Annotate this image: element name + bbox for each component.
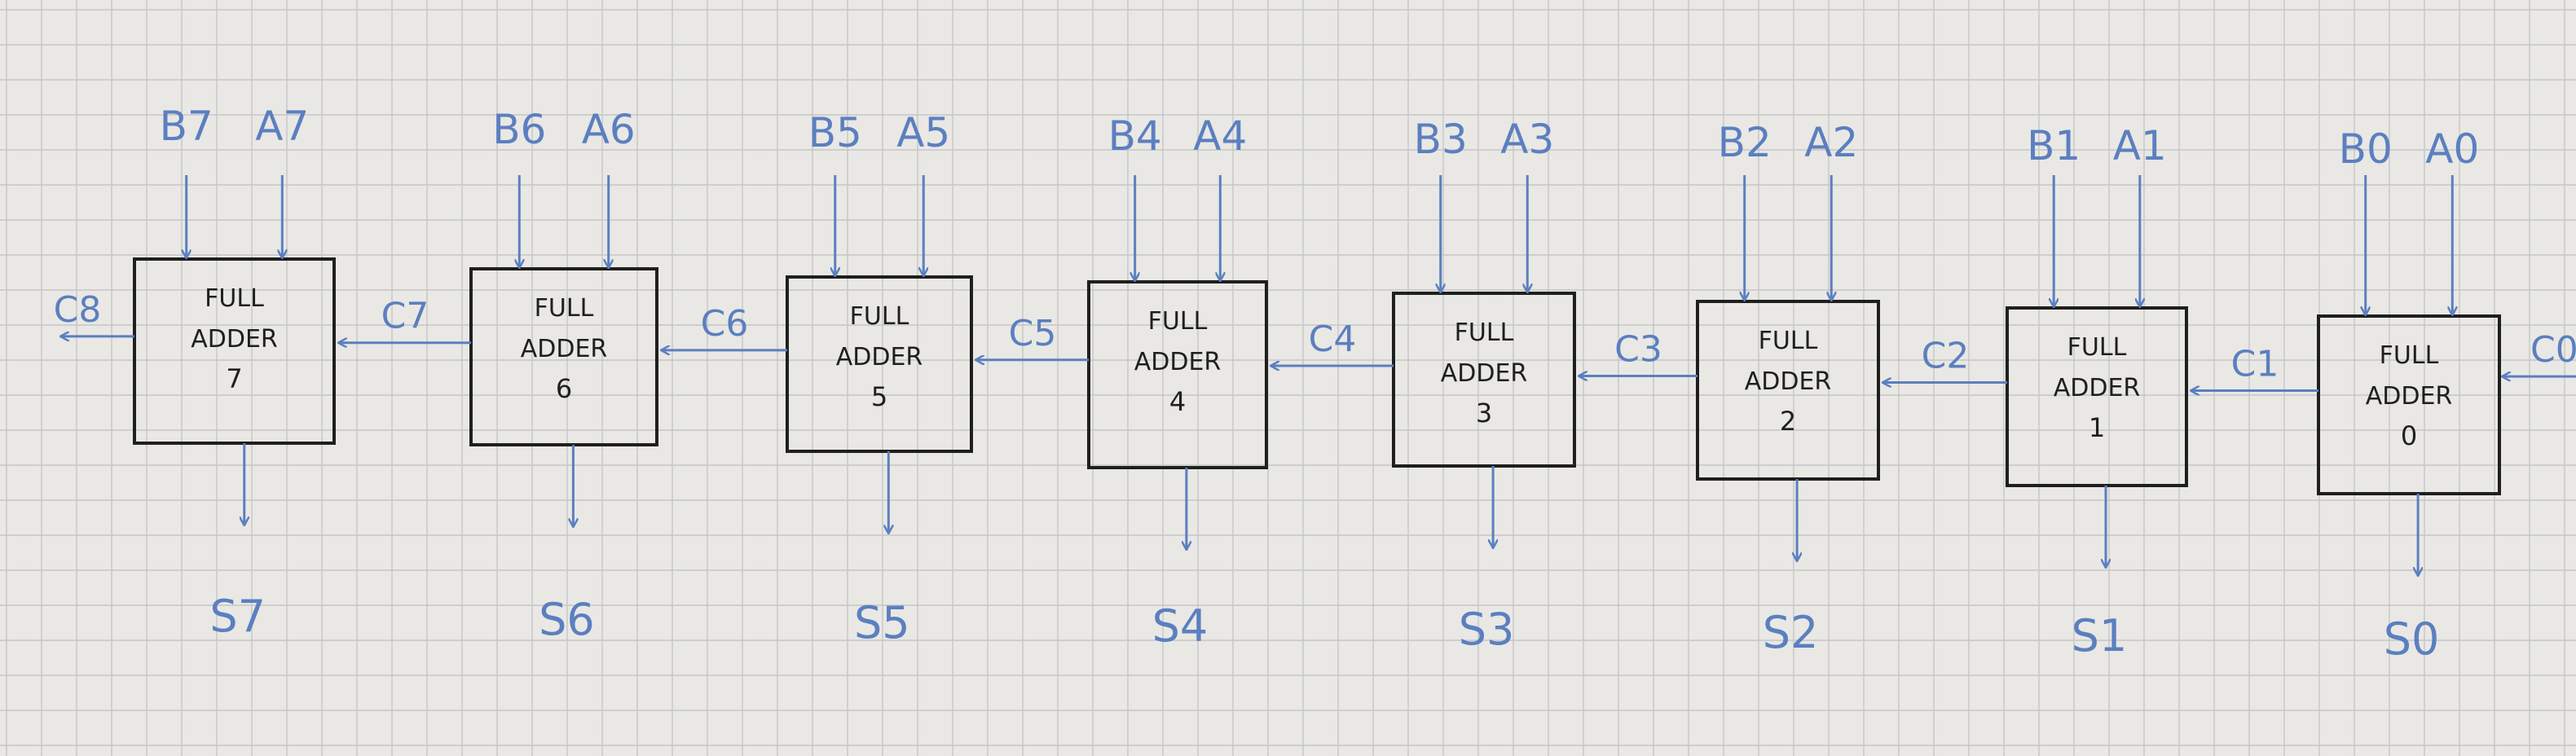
input-b-label: B3 [1414, 116, 1468, 163]
full-adder-box [1087, 280, 1268, 469]
carry-out-label: C1 [2231, 344, 2279, 385]
carry-out-label: C4 [1309, 319, 1357, 360]
adder-label-adder: ADDER [2054, 374, 2141, 402]
sum-label: S3 [1459, 604, 1515, 655]
adder-label-adder: ADDER [836, 343, 923, 371]
input-a-label: A6 [582, 106, 636, 153]
adder-label-adder: ADDER [1745, 367, 1832, 396]
input-b-label: B1 [2027, 122, 2081, 169]
sum-label: S6 [539, 594, 595, 645]
adder-label-adder: ADDER [1134, 348, 1222, 376]
input-a-label: A0 [2425, 125, 2479, 173]
adder-number: 0 [2401, 420, 2417, 451]
adder-label-full: FULL [850, 302, 909, 331]
carry-out-label: C7 [381, 296, 429, 337]
input-a-label: A5 [896, 109, 950, 156]
adder-label-adder: ADDER [521, 335, 608, 363]
input-a-label: A2 [1804, 119, 1858, 166]
adder-label-full: FULL [535, 294, 594, 323]
full-adder-box [1392, 292, 1576, 468]
input-b-label: B6 [492, 106, 546, 153]
adder-number: 4 [1169, 386, 1186, 417]
adder-number: 6 [556, 373, 572, 404]
input-a-label: A7 [255, 103, 309, 150]
sum-label: S2 [1763, 607, 1819, 658]
input-a-label: A1 [2113, 122, 2167, 169]
carry-out-label: C6 [701, 303, 749, 345]
sum-label: S4 [1152, 600, 1209, 652]
full-adder-box [133, 257, 336, 445]
input-b-label: B7 [160, 103, 214, 150]
adder-label-adder: ADDER [1441, 359, 1528, 388]
full-adder-box [1696, 300, 1880, 481]
full-adder-box [469, 267, 658, 446]
adder-number: 1 [2089, 412, 2105, 443]
sum-label: S0 [2384, 613, 2440, 665]
carry-out-label: C5 [1009, 313, 1057, 354]
input-b-label: B4 [1108, 112, 1162, 160]
full-adder-box [786, 275, 973, 453]
sum-label: S1 [2072, 610, 2128, 662]
adder-label-full: FULL [2380, 341, 2439, 370]
adder-number: 2 [1780, 406, 1796, 437]
input-b-label: B2 [1718, 119, 1772, 166]
adder-label-full: FULL [1455, 319, 1514, 347]
adder-number: 5 [871, 381, 887, 412]
input-a-label: A3 [1500, 116, 1554, 163]
adder-number: 7 [226, 363, 242, 394]
carry-out-label: C3 [1614, 329, 1662, 371]
sum-label: S7 [209, 591, 266, 642]
full-adder-box [2317, 314, 2501, 495]
input-b-label: B0 [2339, 125, 2393, 173]
adder-label-full: FULL [1759, 327, 1818, 355]
full-adder-box [2006, 306, 2188, 487]
adder-label-full: FULL [1148, 307, 1208, 336]
input-b-label: B5 [808, 109, 862, 156]
input-a-label: A4 [1193, 112, 1247, 160]
carry-out-label: C8 [54, 289, 102, 331]
carry-in-label: C0 [2530, 329, 2576, 371]
adder-label-adder: ADDER [191, 325, 278, 354]
adder-label-full: FULL [2067, 333, 2127, 362]
carry-out-label: C2 [1922, 336, 1970, 377]
adder-label-full: FULL [205, 284, 264, 313]
adder-number: 3 [1476, 398, 1492, 429]
adder-label-adder: ADDER [2366, 382, 2453, 411]
sum-label: S5 [854, 597, 910, 648]
carry-in-group: C0 [2503, 329, 2576, 376]
